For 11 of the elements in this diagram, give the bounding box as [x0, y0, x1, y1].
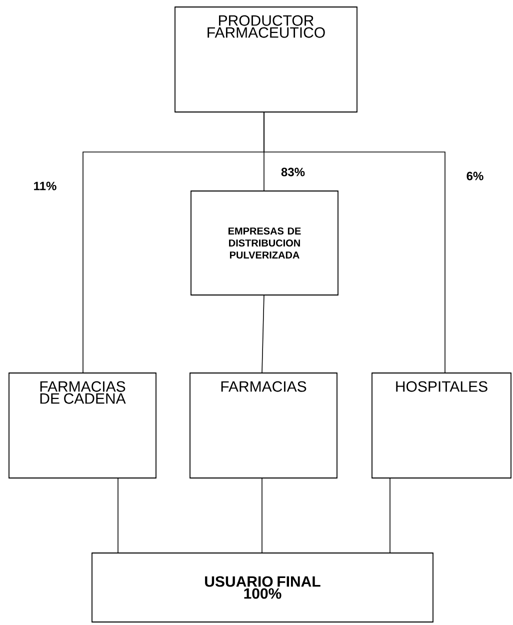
connector-line — [262, 294, 264, 374]
edge-label: 83% — [280, 166, 306, 178]
box: USUARIO FINAL 100% — [92, 552, 434, 622]
box: PRODUCTOR FARMACEUTICO — [174, 6, 358, 112]
box: HOSPITALES — [372, 372, 512, 478]
edge-label: 11% — [32, 180, 58, 192]
box: EMPRESAS DE DISTRIBUCION PULVERIZADA — [190, 190, 338, 296]
edge-label: 6% — [465, 170, 485, 182]
box: FARMACIAS — [190, 372, 338, 478]
connector-line — [264, 112, 446, 374]
box: FARMACIAS DE CADENA — [8, 372, 156, 478]
